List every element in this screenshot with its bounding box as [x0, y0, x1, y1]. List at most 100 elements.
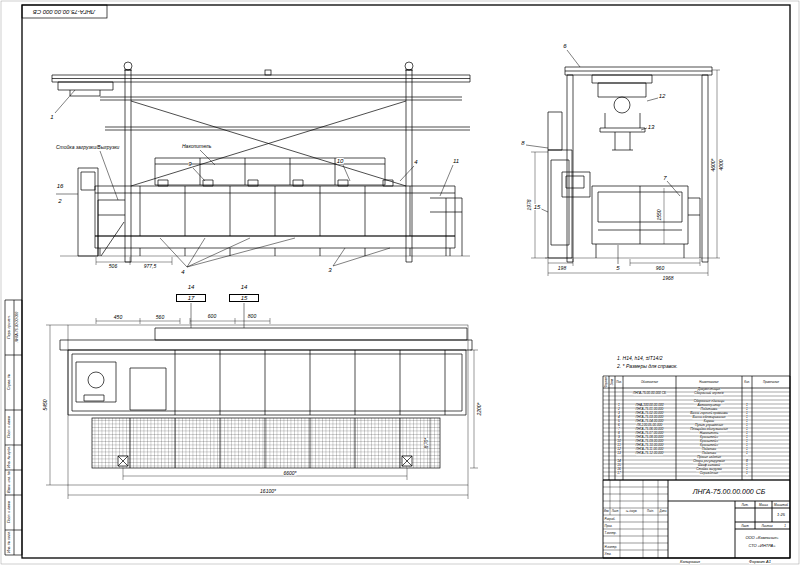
table-cell: 1 — [746, 472, 748, 475]
drawing-text: № докум. — [626, 510, 637, 513]
table-cell: 4 — [618, 416, 620, 419]
callout-number: 5 — [616, 265, 619, 271]
callout-number: 17 — [188, 295, 195, 301]
floor-line — [545, 258, 712, 259]
callout-number: 506 — [109, 264, 117, 269]
callout-number: 10 — [337, 158, 344, 164]
table-cell: Подвеска — [702, 448, 716, 451]
callout-number: 4 — [181, 269, 184, 275]
sheet-frame — [22, 5, 790, 558]
drawing-text: СТО «ИНТРА» — [749, 544, 776, 548]
callout-number: 1 — [50, 114, 53, 120]
table-cell: 1 — [746, 464, 748, 467]
callout-number: 1978 — [527, 199, 532, 210]
table-cell: 7 — [618, 428, 620, 431]
auto-operator — [58, 82, 113, 96]
leader-line — [191, 303, 244, 328]
service-grating — [92, 418, 440, 468]
table-cell: Ванна горячей промывки — [690, 412, 728, 415]
drawing-text: Разраб. — [605, 517, 616, 520]
control-cabinet — [548, 112, 572, 258]
hoist-beam — [100, 97, 470, 130]
load-stand — [78, 168, 98, 256]
drawing-text: Лист — [741, 524, 749, 527]
table-cell: Опора регулируемая — [693, 460, 724, 463]
leader-line — [55, 90, 453, 267]
table-cell: ЛНГА-75.04.00.000 — [636, 420, 664, 423]
drawing-text: Справ. № — [8, 374, 12, 390]
drawing-text: Подп. — [647, 510, 654, 513]
table-cell: 1 — [618, 404, 620, 407]
callout-number: 4000 — [719, 159, 724, 170]
drawing-text: Дата — [660, 510, 667, 513]
spec-rows — [603, 392, 790, 476]
table-cell: 16 — [617, 468, 621, 471]
drawing-text: 977,5 — [144, 264, 157, 269]
drawing-text: ООО «Компания» — [745, 536, 778, 540]
designation-box — [22, 5, 107, 18]
table-cell: Стойка загрузки — [696, 468, 721, 471]
drawing-text: Подп. и дата — [8, 501, 12, 523]
table-cell: 11 — [617, 444, 620, 447]
dimension-line — [96, 257, 172, 265]
table-cell: Каркас — [704, 420, 714, 423]
table-cell: ЛНГА-75.07.00.000 — [636, 432, 664, 435]
drawing-text: 2200* — [477, 402, 482, 415]
drive-unit — [76, 362, 116, 402]
table-cell: 1 — [746, 408, 748, 411]
drawing-text: ЛНГА-75.00.00.000 — [16, 312, 20, 343]
drawing-text: 2. * Размеры для справок. — [617, 364, 678, 369]
table-cell: 15 — [617, 464, 621, 467]
drawing-text: 870* — [424, 438, 429, 448]
cabinet-plan — [130, 368, 166, 410]
drawing-text: ЛНГА-75.00.00.000 СБ — [693, 487, 766, 494]
table-cell: Подставка — [701, 408, 718, 411]
callout-number: 3 — [328, 267, 331, 273]
storage-platform — [155, 158, 385, 185]
callout-number: 6 — [563, 43, 566, 49]
gantry-beam — [565, 67, 712, 75]
table-cell: Кронштейн — [700, 440, 718, 443]
title-grid — [603, 480, 668, 558]
position-box: 17 — [176, 294, 206, 302]
table-cell: ЛНГА-75.08.00.000 — [636, 436, 664, 439]
drawing-text: Изм. — [604, 510, 610, 513]
railing — [688, 198, 700, 258]
table-cell: ЛНГА-75.09.00.000 — [636, 440, 664, 443]
control-panel — [562, 172, 590, 197]
gantry-rail — [52, 75, 470, 82]
callout-number: 9 — [188, 161, 191, 167]
callout-number: 5450 — [43, 399, 48, 410]
callout-number: 960 — [656, 266, 664, 271]
drawing-text: Накопитель — [182, 144, 211, 149]
spec-table — [603, 376, 790, 480]
table-cell: 1 — [746, 432, 748, 435]
drawing-text: 1. H14, h14, ±IT14/2 — [617, 356, 663, 361]
table-cell: 8 — [618, 432, 620, 435]
drawing-text: Лист — [612, 510, 619, 513]
table-cell: 8 — [746, 460, 748, 463]
table-cell: 9 — [618, 436, 620, 439]
callout-number: 4 — [414, 159, 417, 165]
table-cell: 14 — [617, 460, 621, 463]
callout-number: 13 — [648, 124, 655, 130]
table-cell: 10 — [617, 440, 621, 443]
drawing-text: Н.контр. — [605, 545, 618, 548]
callout-number: 198 — [558, 266, 566, 271]
table-cell: 1 — [746, 412, 748, 415]
callout-number: 600 — [208, 314, 216, 319]
table-cell: 1 — [746, 424, 748, 427]
table-cell: 3 — [618, 412, 620, 415]
table-cell: ЛНГА-75.10.00.000 — [636, 444, 664, 447]
table-cell: 1 — [746, 420, 748, 423]
gantry-post — [567, 75, 708, 262]
table-cell: 12 — [617, 448, 621, 451]
drawing-text: Масштаб — [774, 503, 788, 506]
callout-number: 800 — [248, 314, 256, 319]
table-cell: Площадка обслуживания — [690, 428, 727, 431]
rail-marker — [265, 70, 271, 75]
railing — [98, 198, 462, 256]
drawing-text: Утв. — [605, 553, 612, 556]
